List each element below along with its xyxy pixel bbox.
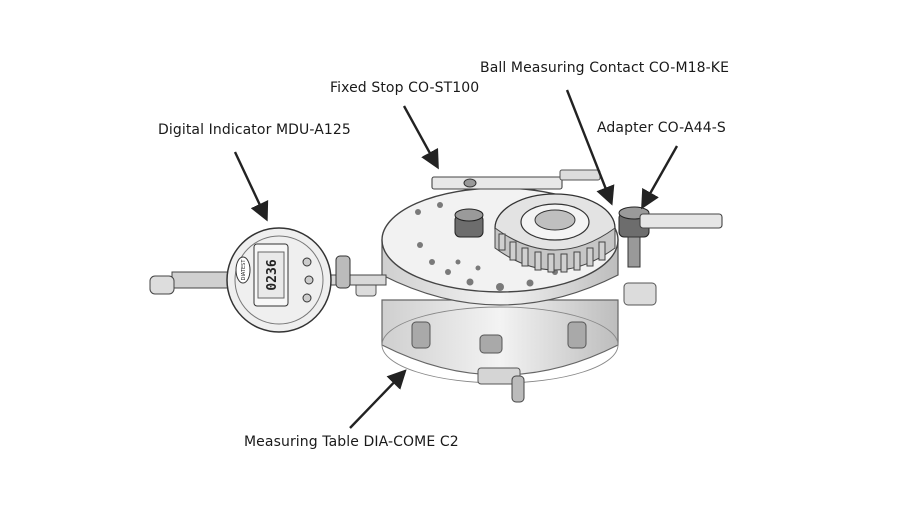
left-clamp-knob <box>454 208 484 238</box>
fixed-stop-screw <box>463 178 477 188</box>
fixed-stop-end <box>559 169 601 181</box>
gear-workpiece <box>494 193 616 273</box>
base-front-screw <box>511 375 525 403</box>
arrow-fixed-stop <box>402 105 439 170</box>
gear-bore <box>534 209 576 231</box>
label-adapter: Adapter CO-A44-S <box>597 120 726 136</box>
arrow-table <box>349 369 407 429</box>
indicator-brand-badge <box>235 256 251 284</box>
indicator-button-mid <box>304 275 314 285</box>
label-indicator: Digital Indicator MDU-A125 <box>158 122 351 138</box>
indicator-reading: 0236 <box>265 259 280 290</box>
gear-teeth <box>498 233 606 273</box>
fixed-stop-bar <box>431 176 563 190</box>
adapter-post <box>627 236 641 268</box>
indicator-brand-text: DIATEST <box>241 259 247 281</box>
ball-contact-rod <box>639 213 723 229</box>
indicator-back-stem <box>171 271 229 289</box>
arrow-ball-contact <box>565 89 615 206</box>
base-cutout-right <box>567 321 587 349</box>
base-cutout-left <box>411 321 431 349</box>
arrow-adapter <box>641 145 679 210</box>
arrow-indicator <box>233 151 269 222</box>
indicator-cap <box>149 275 175 295</box>
table-side-tab-right <box>623 282 657 306</box>
indicator-bezel <box>234 235 324 325</box>
label-fixed-stop: Fixed Stop CO-ST100 <box>330 80 480 96</box>
indicator-lug <box>335 255 351 289</box>
fixed-stop <box>431 169 601 190</box>
base-cutout-mid <box>479 334 503 354</box>
callout-arrows <box>233 89 679 429</box>
digital-indicator: DIATEST 0236 <box>149 227 387 333</box>
label-ball-contact: Ball Measuring Contact CO-M18-KE <box>480 60 730 76</box>
indicator-button-bottom <box>302 293 312 303</box>
indicator-display-inner <box>257 251 285 299</box>
label-table: Measuring Table DIA-COME C2 <box>244 434 459 450</box>
indicator-button-top <box>302 257 312 267</box>
